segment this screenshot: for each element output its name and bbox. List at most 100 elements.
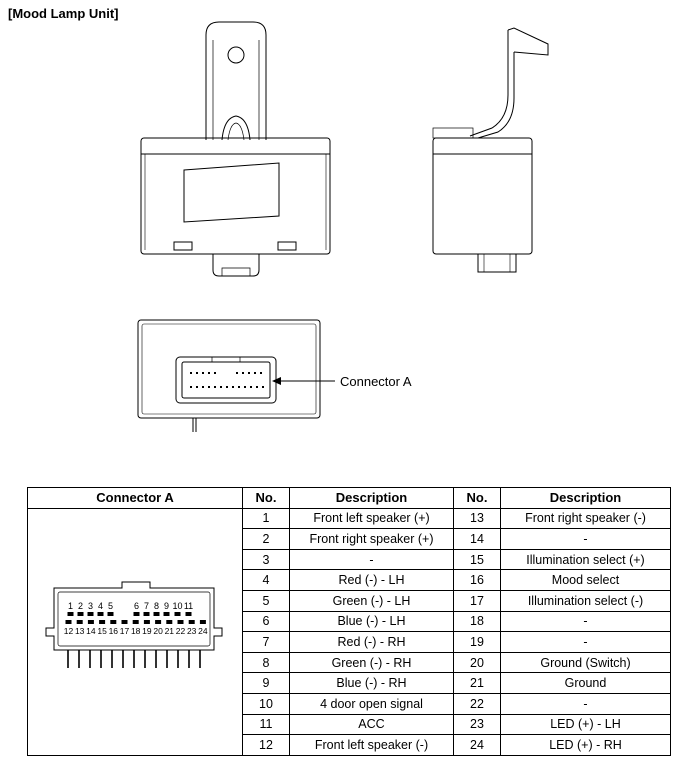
connector-callout-label: Connector A (340, 374, 412, 389)
cell-no-left: 3 (242, 548, 290, 571)
pin-label: 17 (120, 626, 130, 636)
cell-no-left: 1 (242, 507, 290, 530)
pin-cavity (163, 612, 170, 617)
pin-label: 19 (142, 626, 152, 636)
cell-desc-right: - (500, 610, 671, 633)
connector-body (45, 581, 223, 651)
callout-arrowhead (272, 377, 281, 385)
pin-label: 4 (98, 601, 103, 611)
cell-no-left: 10 (242, 692, 290, 715)
cell-no-right: 23 (453, 713, 501, 736)
pin-label: 8 (154, 601, 159, 611)
pin-cavity (199, 620, 206, 625)
pin-cavity (153, 612, 160, 617)
cell-desc-right: - (500, 631, 671, 653)
pin-label: 13 (75, 626, 85, 636)
cell-desc-right: - (500, 528, 671, 550)
unit-drawings: Connector A (137, 21, 549, 432)
cell-desc-right: Illumination select (+) (500, 548, 671, 571)
connector-face (57, 591, 211, 647)
pin-cavity (166, 620, 173, 625)
pin-label: 10 (172, 601, 182, 611)
pin-label: 3 (88, 601, 93, 611)
pin-cavity (65, 620, 72, 625)
pin-label: 24 (198, 626, 208, 636)
pin-label: 6 (134, 601, 139, 611)
pin-cavity (107, 612, 114, 617)
cell-no-right: 20 (453, 651, 501, 674)
pin-cavity (77, 612, 84, 617)
cell-desc-right: Ground (Switch) (500, 651, 671, 674)
cell-no-right: 24 (453, 734, 501, 756)
cell-no-left: 2 (242, 528, 290, 550)
cell-desc-left: Green (-) - LH (289, 589, 454, 612)
pin-cavity (143, 612, 150, 617)
front-view-drawing (140, 21, 331, 277)
cell-no-right: 19 (453, 631, 501, 653)
bottom-view-drawing (137, 319, 335, 432)
pin-label: 2 (78, 601, 83, 611)
pin-cavity (76, 620, 83, 625)
cell-desc-left: Red (-) - LH (289, 569, 454, 591)
pin-table: Connector A No. Description No. Descript… (27, 487, 671, 756)
pin-cavity (133, 612, 140, 617)
cell-desc-right: LED (+) - RH (500, 734, 671, 756)
cell-desc-left: Green (-) - RH (289, 651, 454, 674)
pin-label: 5 (108, 601, 113, 611)
pin-cavity (188, 620, 195, 625)
cell-desc-right: Illumination select (-) (500, 589, 671, 612)
cell-no-left: 7 (242, 631, 290, 653)
pin-label: 20 (153, 626, 163, 636)
pin-label: 21 (165, 626, 175, 636)
cell-desc-left: Blue (-) - LH (289, 610, 454, 633)
pin-cavity (174, 612, 181, 617)
pin-label: 23 (187, 626, 197, 636)
cell-desc-right: Front right speaker (-) (500, 507, 671, 530)
pin-cavity (121, 620, 128, 625)
cell-no-left: 4 (242, 569, 290, 591)
cell-no-right: 13 (453, 507, 501, 530)
cell-no-right: 15 (453, 548, 501, 571)
cell-desc-left: Blue (-) - RH (289, 672, 454, 694)
cell-no-right: 16 (453, 569, 501, 591)
pin-cavity (87, 620, 94, 625)
cell-desc-left: Red (-) - RH (289, 631, 454, 653)
cell-desc-right: Mood select (500, 569, 671, 591)
header-description-right: Description (500, 487, 671, 509)
pin-label: 15 (97, 626, 107, 636)
pin-label: 9 (164, 601, 169, 611)
table-header-row: Connector A No. Description No. Descript… (27, 487, 671, 509)
cell-desc-left: Front right speaker (+) (289, 528, 454, 550)
pin-cavity (110, 620, 117, 625)
cell-no-left: 5 (242, 589, 290, 612)
cell-desc-right: Ground (500, 672, 671, 694)
cell-desc-right: LED (+) - LH (500, 713, 671, 736)
pin-label: 22 (176, 626, 186, 636)
cell-no-left: 11 (242, 713, 290, 736)
pin-label: 1 (68, 601, 73, 611)
pin-cavity (185, 612, 192, 617)
pin-cavity (97, 612, 104, 617)
cell-no-left: 9 (242, 672, 290, 694)
cell-no-left: 6 (242, 610, 290, 633)
pin-label: 7 (144, 601, 149, 611)
cell-no-right: 22 (453, 692, 501, 715)
cell-desc-left: Front left speaker (-) (289, 734, 454, 756)
pin-label: 16 (109, 626, 119, 636)
cell-desc-left: - (289, 548, 454, 571)
cell-desc-left: Front left speaker (+) (289, 507, 454, 530)
cell-desc-left: ACC (289, 713, 454, 736)
cell-no-right: 21 (453, 672, 501, 694)
header-description-left: Description (289, 487, 454, 509)
socket-pin-rows (190, 372, 264, 388)
pin-label: 18 (131, 626, 141, 636)
